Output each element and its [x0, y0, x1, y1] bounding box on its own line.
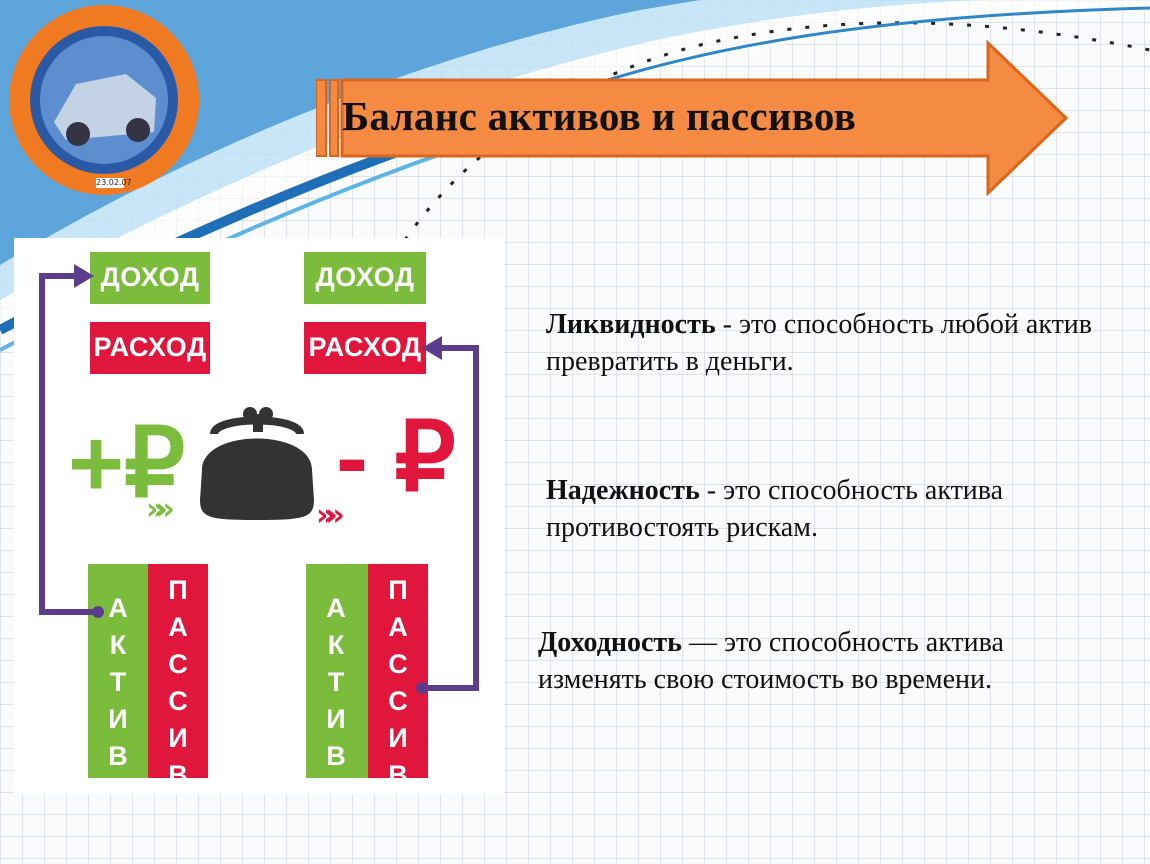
right-asset-box	[306, 564, 368, 778]
left-income-box	[90, 252, 210, 304]
left-asset-box	[88, 564, 148, 778]
definition-text: это способность актива изменять свою сто…	[538, 627, 1004, 695]
definition-term: Надежность	[546, 475, 700, 506]
college-logo	[9, 5, 199, 195]
left-chevrons: »»	[146, 492, 175, 527]
right-income-box	[304, 252, 426, 304]
definition-term: Доходность	[538, 627, 682, 658]
definition-text: это способность актива противостоять рис…	[546, 475, 1004, 543]
definition-text: это способность любой актив превратить в…	[546, 309, 1093, 377]
right-expense-label: РАСХОД	[308, 332, 422, 362]
left-liability-letters: П А С С И В	[168, 575, 188, 790]
definition-reliability: Надежность - это способность актива прот…	[546, 475, 1004, 543]
plus-ruble-sign: +₽	[68, 410, 186, 517]
logo-date: 23.02.07	[96, 178, 132, 187]
right-income-label: ДОХОД	[315, 262, 415, 292]
definition-term: Ликвидность	[546, 309, 716, 340]
right-chevrons: »»	[316, 498, 345, 533]
slide-title: Баланс активов и пассивов	[342, 93, 857, 139]
left-expense-label: РАСХОД	[93, 332, 207, 362]
minus-ruble-sign: - ₽	[336, 404, 456, 511]
right-asset-letters: А К Т И В	[326, 593, 346, 771]
balance-diagram: ДОХОД РАСХОД ДОХОД РАСХОД +₽ »» - ₽ »» А…	[14, 238, 504, 794]
left-expense-box	[90, 322, 210, 374]
right-expense-box	[304, 322, 426, 374]
definition-profitability: Доходность — это способность актива изме…	[538, 627, 1004, 695]
right-loop-arrow	[422, 345, 479, 691]
left-income-label: ДОХОД	[100, 262, 200, 292]
right-liability-box	[368, 564, 428, 778]
title-arrow-banner	[316, 40, 1069, 196]
left-asset-letters: А К Т И В	[108, 593, 128, 771]
definition-liquidity: Ликвидность - это способность любой акти…	[546, 309, 1093, 377]
left-loop-arrow	[39, 273, 98, 615]
wallet-icon	[200, 407, 314, 520]
right-liability-letters: П А С С И В	[388, 575, 408, 790]
left-liability-box	[148, 564, 208, 778]
